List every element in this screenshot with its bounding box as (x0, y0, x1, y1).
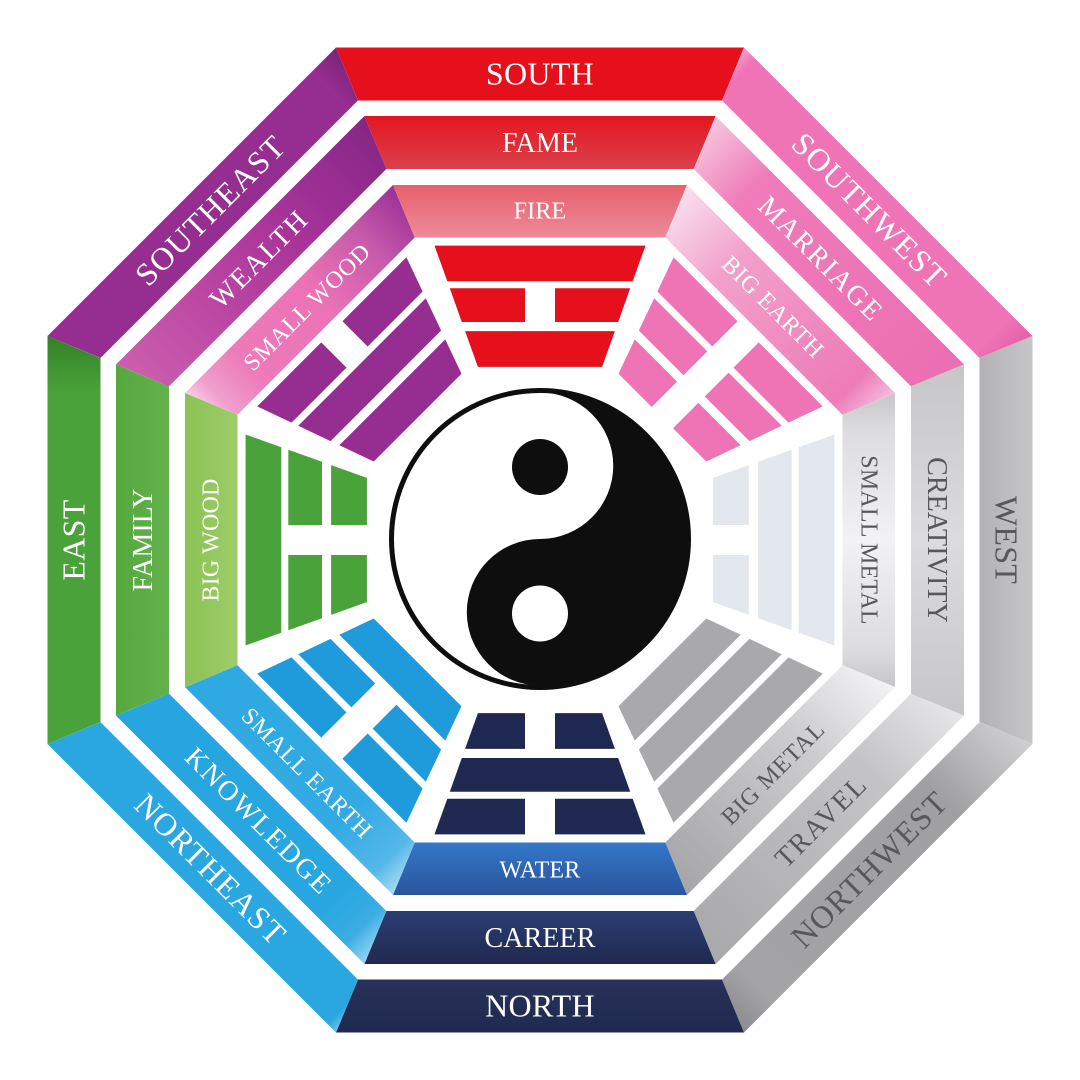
svg-text:SOUTH: SOUTH (486, 56, 594, 92)
svg-text:FIRE: FIRE (514, 198, 567, 224)
svg-text:EAST: EAST (56, 499, 92, 580)
svg-text:WEST: WEST (988, 496, 1024, 584)
svg-text:SMALL METAL: SMALL METAL (856, 455, 882, 624)
svg-text:FAME: FAME (502, 128, 578, 159)
svg-text:CREATIVITY: CREATIVITY (921, 457, 952, 623)
svg-text:FAMILY: FAMILY (128, 488, 159, 591)
svg-text:NORTH: NORTH (485, 988, 595, 1024)
svg-text:WATER: WATER (500, 857, 581, 883)
svg-text:BIG WOOD: BIG WOOD (198, 478, 224, 601)
svg-text:CAREER: CAREER (484, 923, 595, 954)
